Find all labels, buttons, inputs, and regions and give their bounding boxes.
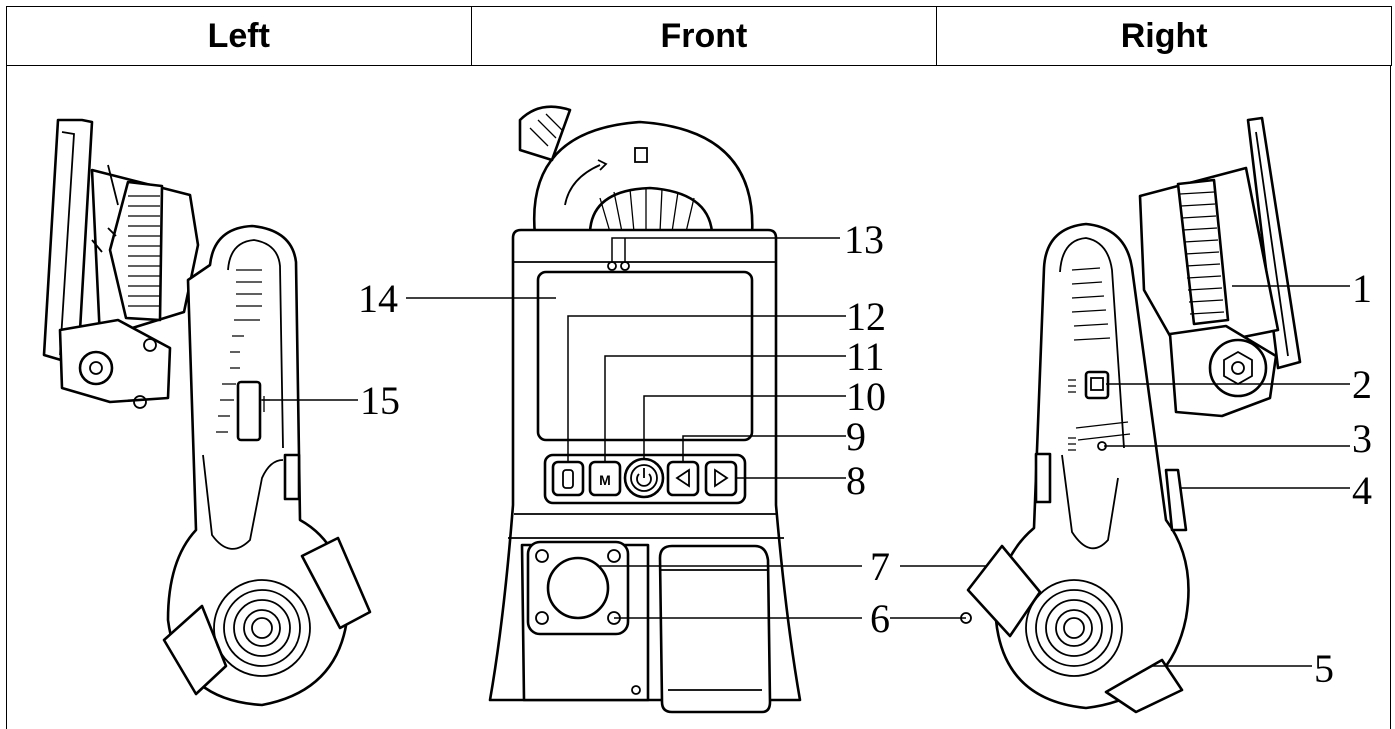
callout-8: 8 (846, 458, 866, 503)
front-button-right (704, 460, 738, 497)
left-bracket-upper (300, 536, 372, 630)
left-sd-card-slot (236, 380, 262, 442)
mode-button-label: M (599, 472, 611, 488)
left-side-button (283, 453, 301, 501)
right-view (960, 116, 1302, 714)
left-pivot-screw (78, 350, 114, 386)
front-button-left (666, 460, 700, 497)
left-vent-slots (216, 269, 262, 433)
front-bracket (658, 544, 772, 714)
header-right: Right (936, 6, 1392, 66)
left-camera-body (166, 224, 350, 707)
right-bracket-lower (1104, 658, 1184, 714)
front-view: M (488, 105, 802, 714)
right-bracket-upper (966, 544, 1042, 638)
front-button-record (551, 460, 585, 497)
right-pivot-nut (1208, 338, 1268, 398)
front-unlock-icon (634, 147, 648, 163)
callout-15: 15 (360, 378, 400, 423)
view-header-table: Left Front Right (6, 6, 1392, 66)
front-rotary-ring (588, 186, 714, 234)
right-usb-port (1084, 370, 1110, 400)
callout-7: 7 (870, 544, 890, 589)
callout-6: 6 (870, 596, 890, 641)
right-vent-slots (1071, 267, 1131, 441)
header-front: Front (470, 6, 938, 66)
callout-11: 11 (846, 334, 885, 379)
front-callouts: 13 14 12 11 10 9 8 7 6 (358, 217, 1000, 641)
right-lens (1025, 579, 1123, 677)
callout-2: 2 (1352, 362, 1372, 407)
front-mount-tab (518, 105, 572, 162)
front-lens (546, 556, 610, 620)
left-lens (213, 579, 311, 677)
right-callouts: 1 2 3 4 5 (1104, 266, 1372, 691)
left-bracket-lower (162, 604, 228, 696)
right-side-button (1034, 452, 1052, 504)
callout-13: 13 (844, 217, 884, 262)
callout-10: 10 (846, 374, 886, 419)
header-left: Left (6, 6, 472, 66)
callout-15-group: 15 (262, 378, 400, 423)
callout-9: 9 (846, 414, 866, 459)
frame-left-border (6, 66, 7, 729)
left-pivot-arm (58, 318, 172, 404)
callout-5: 5 (1314, 646, 1334, 691)
frame-right-border (1390, 66, 1391, 729)
callout-1: 1 (1352, 266, 1372, 311)
callout-14: 14 (358, 276, 398, 321)
left-view (42, 118, 372, 707)
callout-12: 12 (846, 294, 886, 339)
right-mount-slider (1164, 468, 1188, 532)
callout-4: 4 (1352, 468, 1372, 513)
callout-3: 3 (1352, 416, 1372, 461)
